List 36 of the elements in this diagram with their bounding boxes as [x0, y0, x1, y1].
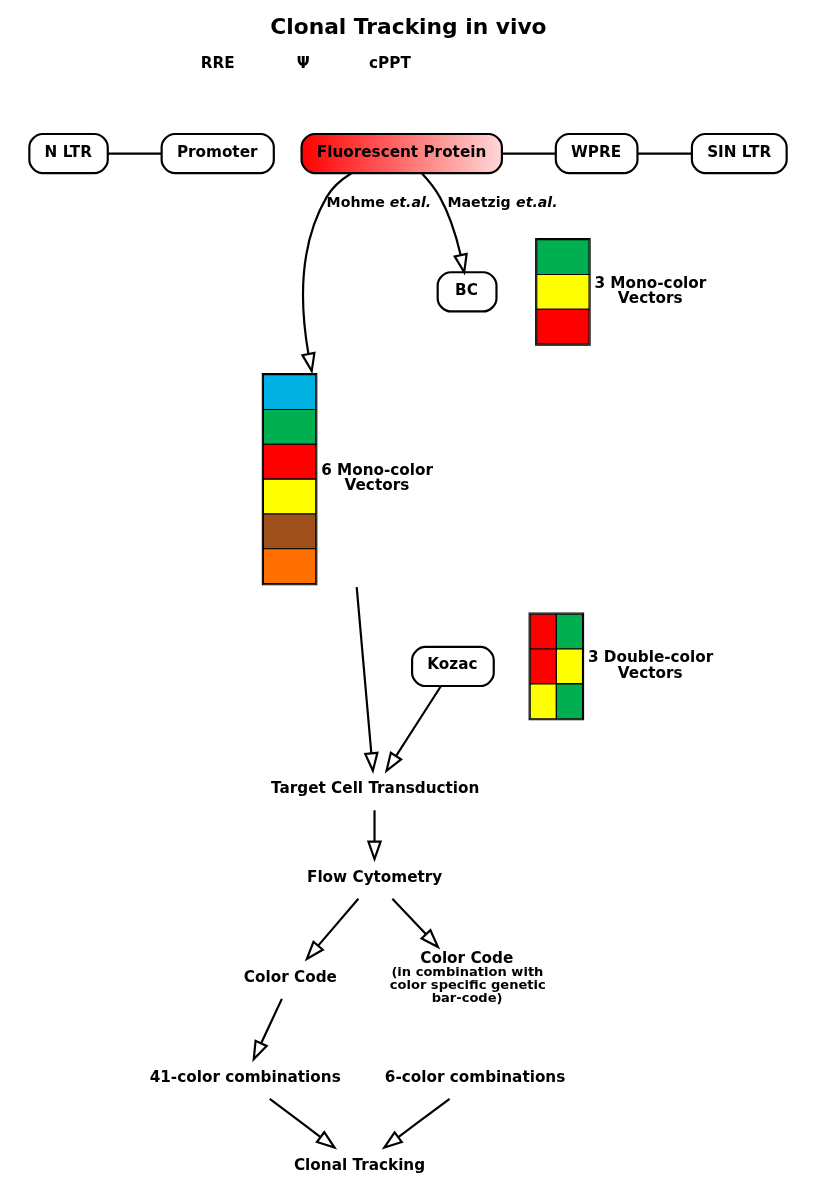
node-text: Target Cell Transduction	[270, 779, 479, 798]
diagram-title: Clonal Tracking in vivo	[269, 13, 547, 39]
node-box: SIN LTR	[690, 132, 788, 175]
label: Ψ	[296, 54, 310, 73]
node-box: N LTR	[27, 132, 109, 175]
arrow	[251, 998, 283, 1063]
arrow	[304, 898, 359, 962]
edge-label: Maetzig et.al.	[446, 194, 558, 211]
node-text: 6-color combinations	[384, 1068, 565, 1087]
node-text: Flow Cytometry	[306, 867, 442, 886]
node-label: 3 Mono-color Vectors	[593, 273, 706, 307]
node-box: BC	[436, 271, 498, 313]
node-text: Color Code	[243, 967, 337, 986]
node-text: Color Code (in combination with color specific genetic bar-code)	[389, 948, 546, 1006]
arrow	[355, 587, 379, 774]
connector	[107, 152, 161, 155]
arrow	[420, 172, 468, 276]
connector	[637, 152, 692, 155]
label: cPPT	[368, 54, 411, 73]
arrow	[391, 897, 440, 950]
label: RRE	[200, 54, 235, 73]
arrow	[381, 1097, 450, 1150]
node-box: Fluorescent Protein	[300, 132, 503, 175]
connector	[501, 152, 556, 155]
node-box: WPRE	[554, 132, 639, 175]
node-label: 3 Double-color Vectors	[587, 648, 713, 682]
node-text: Clonal Tracking	[293, 1156, 425, 1175]
arrow	[384, 685, 442, 774]
node-label: 6 Mono-color Vectors	[320, 461, 433, 495]
arrow	[268, 1097, 337, 1150]
node-box: Promoter	[160, 132, 275, 175]
node-text: 41-color combinations	[149, 1068, 341, 1087]
arrow	[366, 810, 382, 863]
arrow	[300, 172, 352, 375]
node-box: Kozac	[410, 645, 495, 688]
edge-label: Mohme et.al.	[326, 194, 431, 211]
